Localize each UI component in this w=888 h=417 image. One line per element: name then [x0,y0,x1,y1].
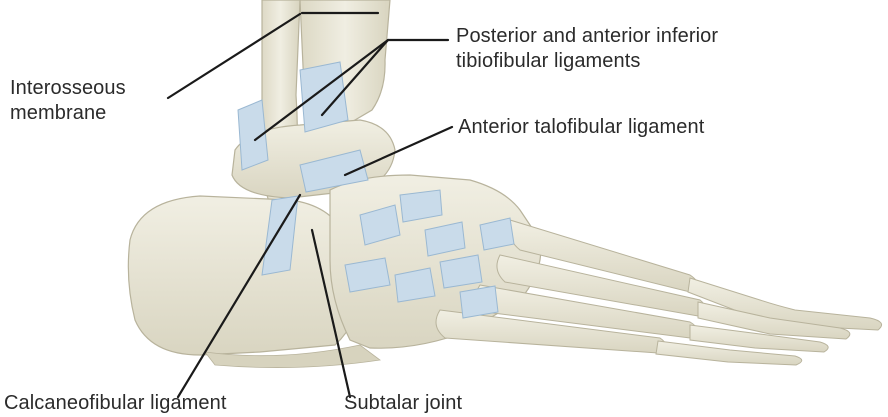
label-anterior-talofibular-ligament: Anterior talofibular ligament [458,115,704,140]
label-tibiofibular-ligaments: Posterior and anterior inferior tibiofib… [456,24,718,74]
label-interosseous-line1: Interosseous [10,76,126,101]
label-tibiofibular-line1: Posterior and anterior inferior [456,24,718,49]
label-calcaneofibular-ligament: Calcaneofibular ligament [4,391,227,416]
interosseous-band [238,100,268,170]
label-interosseous-line2: membrane [10,101,126,126]
calcaneus-bone [128,196,360,355]
midfoot-ligament-8 [460,286,498,318]
label-interosseous-membrane: Interosseous membrane [10,76,126,126]
tibiofibular-ligament [300,62,348,132]
label-subtalar-joint: Subtalar joint [344,391,462,416]
label-tibiofibular-line2: tibiofibular ligaments [456,49,718,74]
